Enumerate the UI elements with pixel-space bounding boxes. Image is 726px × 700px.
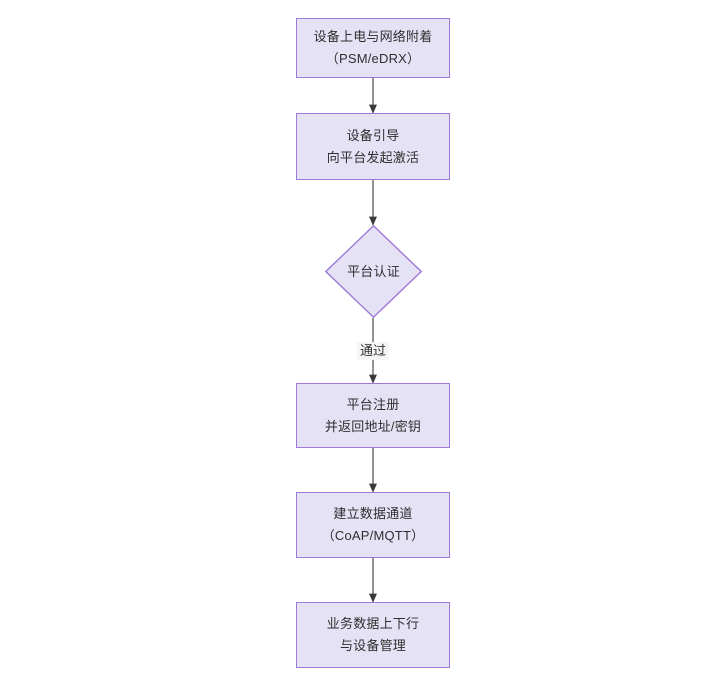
node-device-bootstrap[interactable]: 设备引导 向平台发起激活: [296, 113, 450, 180]
node-power-on-network-attach-label: 设备上电与网络附着 （PSM/eDRX）: [313, 29, 433, 66]
node-service-data-and-device-management-label: 业务数据上下行 与设备管理: [326, 616, 420, 653]
node-platform-authentication-label: 平台认证: [347, 263, 400, 279]
node-platform-registration[interactable]: 平台注册 并返回地址/密钥: [296, 383, 450, 448]
node-platform-registration-label: 平台注册 并返回地址/密钥: [324, 396, 422, 434]
node-platform-authentication[interactable]: 平台认证: [325, 225, 422, 318]
node-device-bootstrap-label: 设备引导 向平台发起激活: [326, 127, 420, 165]
node-service-data-and-device-management[interactable]: 业务数据上下行 与设备管理: [296, 602, 450, 668]
node-establish-data-channel-label: 建立数据通道 （CoAP/MQTT）: [321, 506, 425, 543]
edge-n3-n4-label: 通过: [356, 342, 390, 360]
node-power-on-network-attach[interactable]: 设备上电与网络附着 （PSM/eDRX）: [296, 18, 450, 78]
node-establish-data-channel[interactable]: 建立数据通道 （CoAP/MQTT）: [296, 492, 450, 558]
diamond-shape-icon: [325, 225, 422, 318]
